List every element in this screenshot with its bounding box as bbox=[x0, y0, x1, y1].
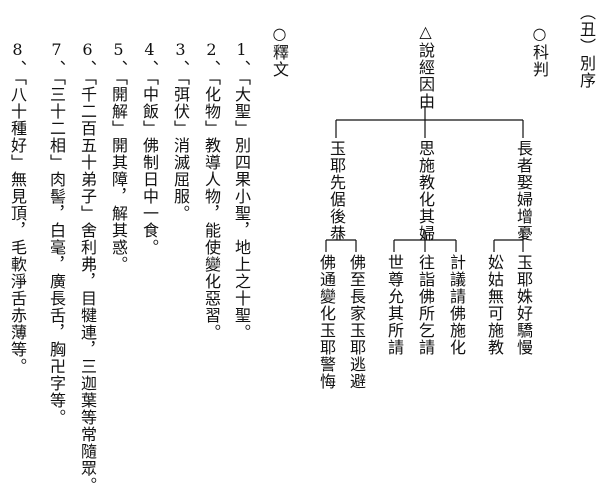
note-text: 「千二百五十弟子」舍利弗，目犍連，三迦葉等常隨眾。 bbox=[78, 77, 97, 494]
note-number: 4、 bbox=[140, 40, 159, 77]
note-item: 4、「中飯」佛制日中一食。 bbox=[140, 40, 159, 256]
tree-leaf: 玉耶姝好驕慢 bbox=[514, 254, 533, 356]
note-text: 「三十二相」肉髻，白毫，廣長舌，胸卍字等。 bbox=[47, 77, 66, 426]
note-number: 6、 bbox=[78, 40, 97, 77]
note-item: 1、「大聖」別四果小聖，地上之十聖。 bbox=[232, 40, 251, 341]
outline-tree bbox=[325, 106, 524, 252]
tree-leaf: 世尊允其所請 bbox=[385, 254, 404, 356]
tree-leaf: 佛通變化玉耶警悔 bbox=[317, 254, 336, 390]
note-number: 7、 bbox=[47, 40, 66, 77]
note-text: 「弭伏」消滅屈服。 bbox=[171, 77, 190, 222]
note-item: 3、「弭伏」消滅屈服。 bbox=[171, 40, 190, 222]
note-number: 8、 bbox=[8, 40, 27, 77]
tree-leaf: 計議請佛施化 bbox=[447, 254, 466, 356]
note-text: 「中飯」佛制日中一食。 bbox=[140, 77, 159, 256]
note-item: 7、「三十二相」肉髻，白毫，廣長舌，胸卍字等。 bbox=[47, 40, 66, 426]
note-text: 「開解」開其障，解其惑。 bbox=[109, 77, 128, 273]
tree-leaf: 往詣佛所乞請 bbox=[416, 254, 435, 356]
notes-heading: ○釋文 bbox=[270, 24, 289, 78]
note-item: 6、「千二百五十弟子」舍利弗，目犍連，三迦葉等常隨眾。 bbox=[78, 40, 97, 494]
note-item: 8、「八十種好」無見頂，毛軟淨舌赤薄等。 bbox=[8, 40, 27, 375]
note-number: 5、 bbox=[109, 40, 128, 77]
tree-leaf: 佛至長家玉耶逃避 bbox=[347, 254, 366, 390]
note-number: 1、 bbox=[232, 40, 251, 77]
tree-leaf: 妐姑無可施教 bbox=[485, 254, 504, 356]
note-item: 2、「化物」教導人物，能使變化惡習。 bbox=[202, 40, 221, 341]
tree-branch-3: 玉耶先倨後恭 bbox=[327, 140, 346, 242]
tree-root: △說經因由 bbox=[416, 22, 435, 110]
note-text: 「化物」教導人物，能使變化惡習。 bbox=[202, 77, 221, 341]
note-number: 3、 bbox=[171, 40, 190, 77]
note-item: 5、「開解」開其障，解其惑。 bbox=[109, 40, 128, 273]
tree-branch-1: 長者娶婦增憂 bbox=[514, 140, 533, 242]
section-label: （丑）別序 bbox=[577, 4, 596, 89]
tree-branch-2: 思施教化其婦 bbox=[416, 140, 435, 242]
note-text: 「大聖」別四果小聖，地上之十聖。 bbox=[232, 77, 251, 341]
note-text: 「八十種好」無見頂，毛軟淨舌赤薄等。 bbox=[8, 77, 27, 375]
chart-heading: ○科判 bbox=[530, 24, 549, 78]
note-number: 2、 bbox=[202, 40, 221, 77]
